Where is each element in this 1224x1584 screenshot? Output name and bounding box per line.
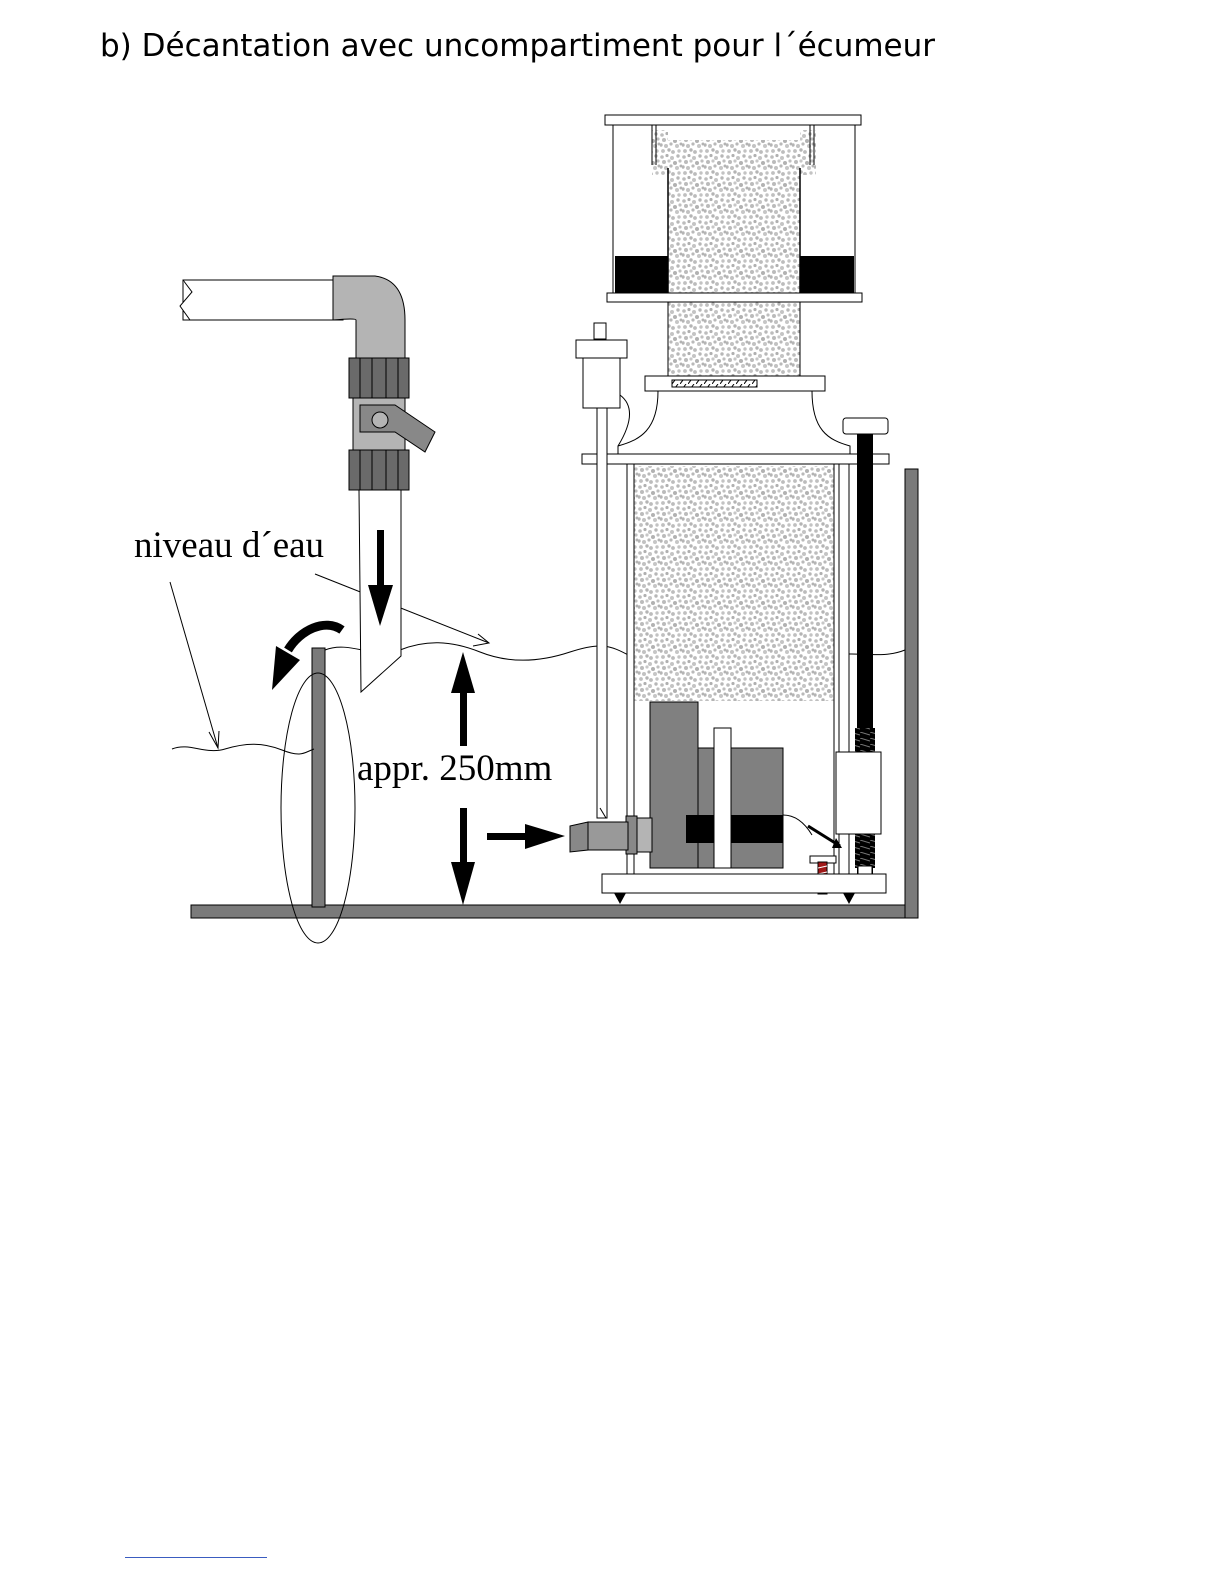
- flow-arrow-right-shaft: [487, 833, 527, 840]
- skimmer-base-plate: [602, 874, 886, 893]
- pump-body-rear: [650, 702, 698, 868]
- skimmer-neck: [668, 302, 800, 377]
- adjust-rod-thread-low: [855, 834, 875, 868]
- dimension-arrow-up-head: [451, 652, 475, 693]
- adjust-knob[interactable]: [843, 418, 888, 434]
- adjust-rod-thread: [855, 728, 875, 752]
- flow-arrow-down-shaft: [377, 530, 384, 588]
- outlet-sleeve: [836, 752, 881, 834]
- flow-arrow-right-head: [525, 824, 565, 849]
- air-silencer-cap[interactable]: [594, 323, 606, 339]
- pump-intake-tip: [570, 822, 588, 852]
- water-level-pointer-right: [315, 574, 489, 643]
- pump-inlet-nozzle: [637, 818, 652, 852]
- cup-base-flange: [607, 293, 862, 302]
- chamber-foam: [634, 466, 834, 701]
- sump-floor: [191, 905, 918, 918]
- dimension-arrow-down-shaft: [460, 808, 467, 864]
- valve-union-top: [349, 358, 409, 398]
- skimmer-flare: [618, 391, 850, 454]
- air-tube: [597, 408, 607, 818]
- foot-right: [843, 893, 855, 904]
- skimmate-right: [800, 256, 854, 293]
- pipe-elbow: [333, 276, 405, 358]
- cup-foam-left: [652, 130, 668, 175]
- valve-screw: [372, 412, 388, 428]
- air-silencer: [576, 340, 627, 408]
- pump-body: [698, 748, 783, 868]
- water-level-left: [172, 744, 314, 754]
- pump-shaft: [714, 728, 731, 868]
- water-level-label: niveau d´eau: [134, 525, 324, 566]
- sump-right-wall: [905, 469, 918, 918]
- footnote-separator: [125, 1557, 267, 1558]
- dimension-arrow-up-shaft: [460, 690, 467, 746]
- body-top-flange: [582, 454, 889, 464]
- horizontal-pipe: [183, 280, 343, 320]
- skimmate-left: [615, 256, 668, 293]
- water-level-pointer-left: [170, 582, 218, 748]
- neck-ring-hatch: [672, 380, 757, 387]
- overflow-arrow: [288, 625, 342, 650]
- overflow-arrow-head: [272, 646, 300, 690]
- valve-union-bottom: [349, 450, 409, 490]
- dimension-arrow-down-head: [451, 862, 475, 905]
- height-label: appr. 250mm: [357, 748, 552, 789]
- pump-motor-strap: [686, 815, 783, 843]
- baffle-wall: [312, 648, 325, 907]
- foot-left: [614, 893, 626, 904]
- pump-intake[interactable]: [588, 822, 628, 850]
- cup-foam: [668, 140, 800, 295]
- cup-lid[interactable]: [605, 115, 861, 125]
- skimmer-sump-diagram: niveau d´eau appr. 250mm: [0, 0, 1224, 1000]
